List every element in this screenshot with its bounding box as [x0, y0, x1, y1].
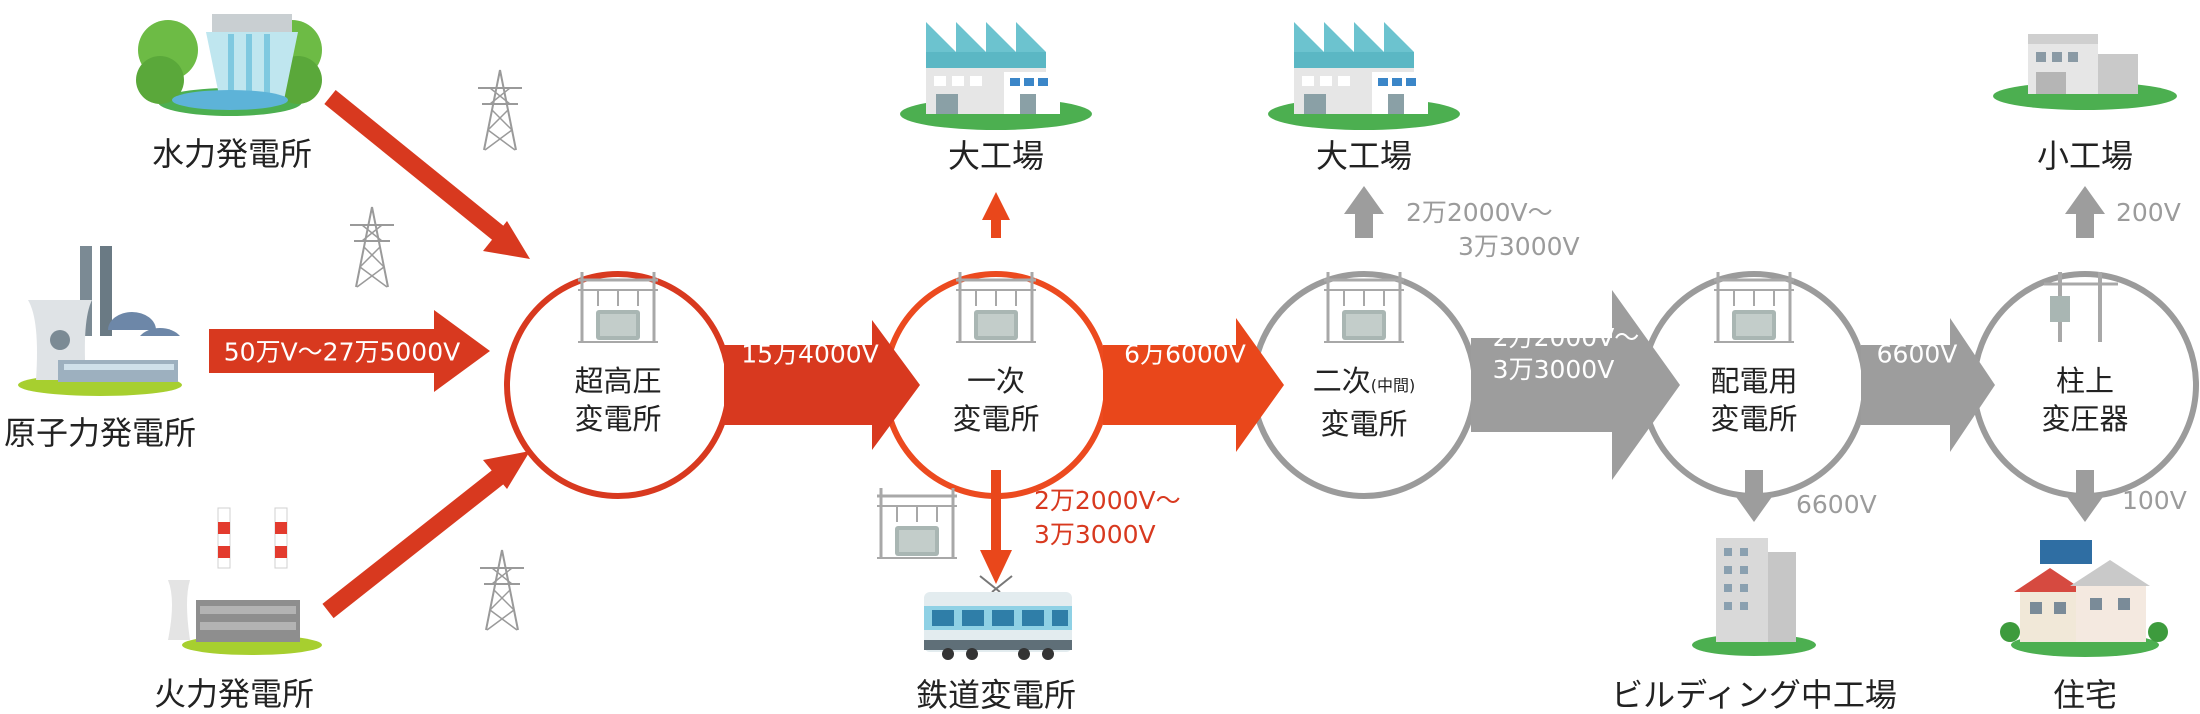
hydro-dam-icon: [136, 14, 322, 116]
voltage-railway: 2万2000V〜 3万3000V: [1034, 484, 1181, 552]
voltage-building: 6600V: [1796, 490, 1877, 519]
distribution-substation-label: 配電用 変電所: [1710, 362, 1797, 438]
voltage-secondary-factory-1: 2万2000V〜: [1406, 198, 1553, 227]
voltage-distribution-to-pole: 6600V: [1876, 339, 1958, 369]
thermal-label: 火力発電所: [153, 675, 315, 713]
voltage-railway-1: 2万2000V〜: [1034, 486, 1181, 515]
nuclear-label: 原子力発電所: [3, 414, 197, 452]
voltage-railway-2: 3万3000V: [1034, 520, 1156, 549]
building-label: ビルディング中工場: [1611, 676, 1897, 714]
arrow-primary-to-factory: [982, 192, 1010, 238]
arrow-secondary-to-factory: [1344, 186, 1384, 238]
arrow-pole-to-small-factory: [2065, 186, 2105, 238]
arrow-primary-to-railway: [980, 470, 1012, 584]
house-label: 住宅: [2052, 676, 2118, 714]
thermal-plant-icon: [168, 507, 322, 655]
voltage-primary-to-secondary: 6万6000V: [1124, 339, 1246, 369]
primary-line2: 変電所: [952, 402, 1040, 436]
voltage-small-factory: 200V: [2116, 198, 2181, 227]
pole-transformer-label: 柱上 変圧器: [2041, 362, 2128, 438]
arrow-pole-to-house: [2065, 470, 2105, 522]
voltage-secondary-to-distribution-1: 2万2000V〜: [1492, 323, 1640, 352]
train-icon: [924, 575, 1072, 660]
arrow-secondary-to-distribution: [1471, 290, 1680, 480]
transmission-tower-icon: [479, 549, 525, 631]
secondary-small: (中間): [1370, 376, 1416, 395]
ultra-high-line2: 変電所: [574, 402, 662, 436]
voltage-secondary-factory-2: 3万3000V: [1458, 232, 1580, 261]
house-icon: [2000, 540, 2168, 657]
voltage-secondary-to-distribution: 2万2000V〜 3万3000V: [1493, 322, 1640, 386]
distribution-line1: 配電用: [1710, 364, 1798, 398]
arrow-distribution-to-building: [1734, 470, 1774, 522]
utility-pole-icon: [2044, 272, 2118, 342]
transmission-tower-icon: [349, 206, 395, 288]
primary-line1: 一次: [966, 364, 1026, 398]
arrow-primary-to-secondary: [1103, 318, 1284, 452]
secondary-substation-label: 二次(中間) 変電所: [1313, 362, 1416, 443]
transformer-icon: [875, 486, 959, 560]
secondary-line1: 二次: [1312, 364, 1371, 398]
building-icon: [1692, 538, 1816, 656]
arrow-nuclear-to-ultra-high: [209, 310, 490, 392]
voltage-house: 100V: [2122, 486, 2187, 515]
arrow-thermal-to-ultra-high: [322, 451, 530, 619]
arrow-ultra-to-primary: [724, 320, 920, 450]
hydro-label: 水力発電所: [151, 135, 313, 173]
railway-substation-label: 鉄道変電所: [915, 676, 1077, 714]
pole-line1: 柱上: [2055, 364, 2115, 398]
secondary-line2: 変電所: [1320, 407, 1408, 441]
voltage-secondary-factory: 2万2000V〜 3万3000V: [1406, 196, 1580, 264]
voltage-ultra-to-primary: 15万4000V: [741, 339, 879, 369]
large-factory-label: 大工場: [947, 137, 1045, 175]
voltage-source-to-ultra: 50万V〜27万5000V: [223, 337, 461, 367]
small-factory-label: 小工場: [2036, 137, 2134, 175]
transmission-tower-icon: [477, 69, 523, 151]
factory-icon: [1268, 22, 1460, 130]
primary-substation-label: 一次 変電所: [952, 362, 1039, 438]
arrow-distribution-to-pole: [1861, 318, 1995, 452]
small-factory-icon: [1993, 34, 2177, 110]
pole-line2: 変圧器: [2041, 402, 2129, 436]
large-factory-label-2: 大工場: [1315, 137, 1413, 175]
ultra-high-line1: 超高圧: [574, 364, 662, 398]
distribution-line2: 変電所: [1710, 402, 1798, 436]
factory-icon: [900, 22, 1092, 130]
arrow-hydro-to-ultra-high: [324, 90, 530, 259]
nuclear-plant-icon: [18, 246, 182, 396]
ultra-high-substation-label: 超高圧 変電所: [574, 362, 661, 438]
voltage-secondary-to-distribution-2: 3万3000V: [1492, 355, 1615, 384]
